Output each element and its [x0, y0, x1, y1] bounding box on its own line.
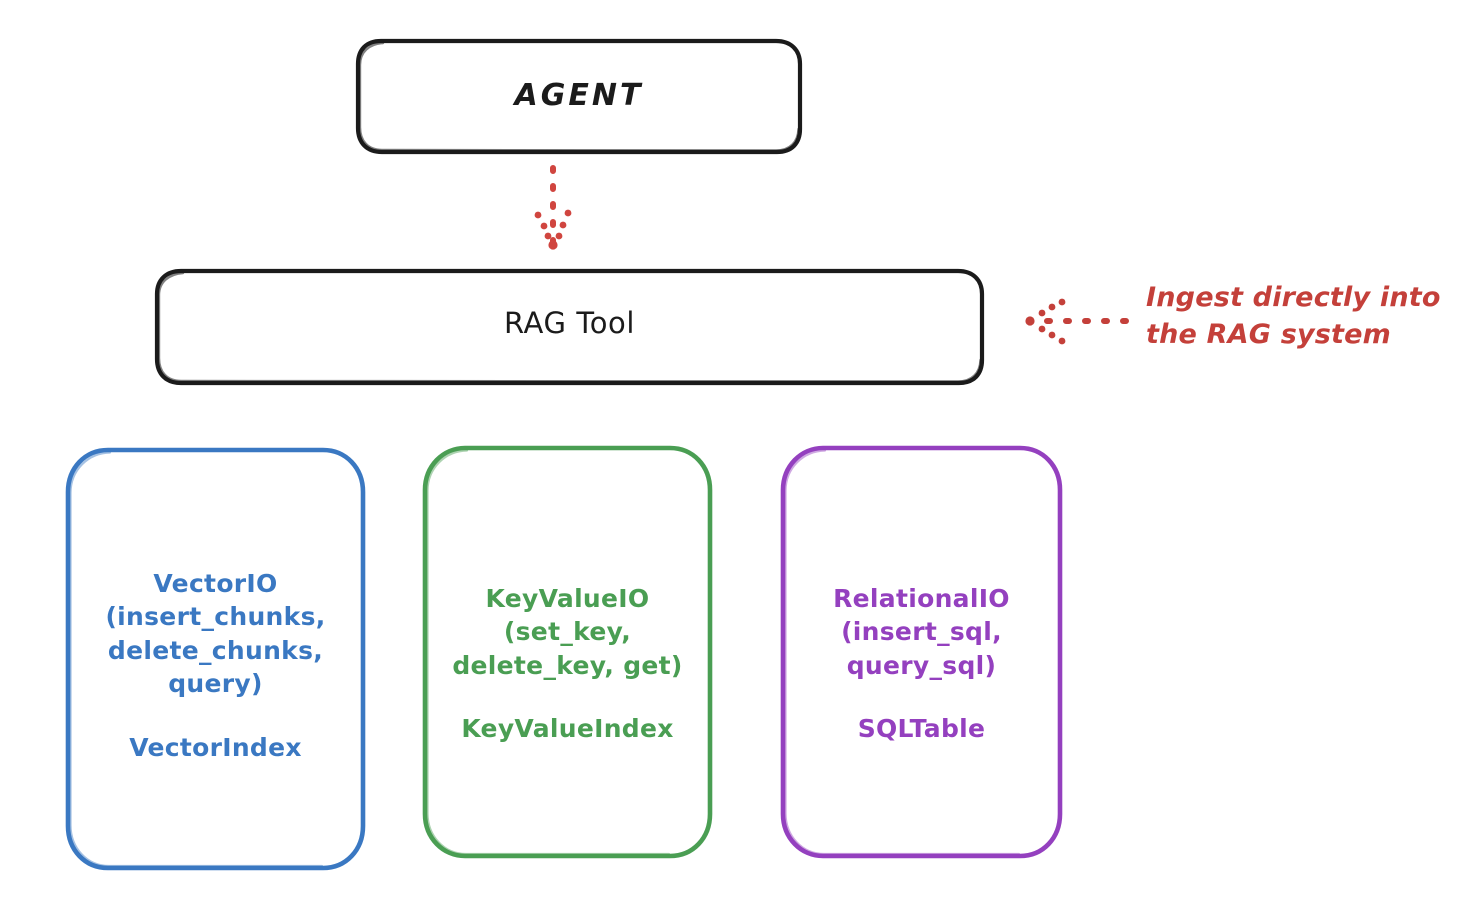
ingest-annotation-text: Ingest directly into the RAG system	[1146, 282, 1441, 351]
relational-io-node-shape[interactable]	[780, 445, 1063, 859]
vector-io-methods-text: VectorIO (insert_chunks, delete_chunks, …	[105, 568, 326, 699]
sql-table-text: SQLTable	[857, 714, 986, 743]
relational-io-methods-text: RelationalIO (insert_sql, query_sql)	[833, 583, 1010, 680]
vector-io-node-shape[interactable]	[65, 447, 366, 871]
key-value-io-node-label: KeyValueIO (set_key, delete_key, get) Ke…	[425, 548, 710, 779]
ingest-connector-arrow	[1025, 298, 1131, 345]
vector-io-node-label: VectorIO (insert_chunks, delete_chunks, …	[68, 533, 363, 798]
relational-io-node-label: RelationalIO (insert_sql, query_sql) SQL…	[783, 548, 1060, 779]
key-value-index-text: KeyValueIndex	[461, 714, 674, 743]
rag-tool-node-shape[interactable]	[154, 268, 985, 386]
key-value-io-node-shape[interactable]	[422, 445, 713, 859]
agent-node-shape[interactable]	[355, 38, 803, 155]
key-value-io-methods-text: KeyValueIO (set_key, delete_key, get)	[452, 583, 683, 680]
rag-tool-node-label: RAG Tool	[503, 306, 636, 340]
agent-to-rag-connector-arrow	[534, 165, 572, 250]
vector-index-text: VectorIndex	[129, 732, 302, 762]
agent-node-label: AGENT	[514, 78, 644, 113]
